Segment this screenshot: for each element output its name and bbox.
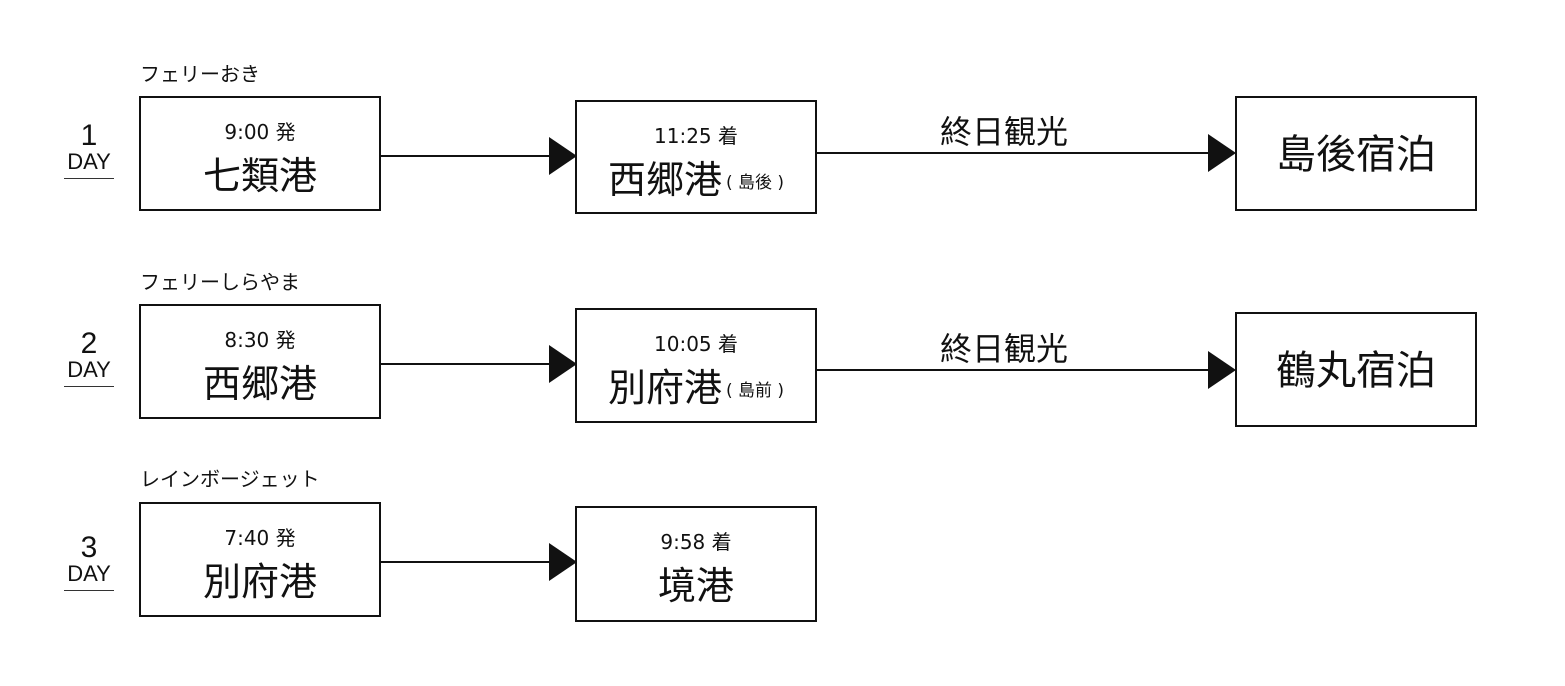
day-marker: 3 DAY — [62, 531, 116, 591]
day-underline — [64, 178, 114, 179]
day-row-2: フェリーしらやま 2 DAY 8:30 発 西郷港 10:05 着 別府港( 島… — [0, 0, 1565, 427]
day-row-3: レインボージェット 3 DAY 7:40 発 別府港 9:58 着 境港 — [0, 0, 1565, 622]
stay-label: 鶴丸宿泊 — [1276, 348, 1436, 394]
sightseeing-arrow-line — [817, 152, 1210, 154]
stay-box: 鶴丸宿泊 — [1235, 312, 1477, 427]
arrival-box: 11:25 着 西郷港( 島後 ) — [575, 100, 817, 214]
day-number: 3 — [80, 531, 98, 564]
arrival-time: 9:58 着 — [660, 530, 732, 554]
day-marker: 2 DAY — [62, 327, 116, 387]
departure-time: 9:00 発 — [224, 120, 296, 144]
route-arrow-line — [381, 561, 551, 563]
stay-label: 島後宿泊 — [1276, 132, 1436, 178]
route-arrow-head — [549, 543, 577, 581]
ferry-name: フェリーおき — [140, 62, 260, 86]
departure-port: 別府港 — [202, 560, 317, 604]
sightseeing-label: 終日観光 — [940, 330, 1069, 368]
day-marker: 1 DAY — [62, 119, 116, 179]
sightseeing-arrow-head — [1208, 351, 1236, 389]
departure-port: 西郷港 — [202, 362, 317, 406]
arrival-port: 別府港( 島前 ) — [577, 366, 815, 413]
arrival-box: 9:58 着 境港 — [575, 506, 817, 622]
arrival-port-name: 別府港 — [607, 366, 722, 410]
sightseeing-label: 終日観光 — [940, 113, 1069, 151]
day-underline — [64, 386, 114, 387]
sightseeing-arrow-line — [817, 369, 1210, 371]
departure-box: 7:40 発 別府港 — [139, 502, 381, 617]
ferry-name: フェリーしらやま — [140, 270, 300, 294]
arrival-port-area: ( 島前 ) — [725, 380, 785, 401]
departure-box: 9:00 発 七類港 — [139, 96, 381, 211]
departure-box: 8:30 発 西郷港 — [139, 304, 381, 419]
day-label: DAY — [67, 561, 111, 586]
arrival-port: 西郷港( 島後 ) — [577, 158, 815, 205]
stay-box: 島後宿泊 — [1235, 96, 1477, 211]
route-arrow-head — [549, 345, 577, 383]
day-label: DAY — [67, 149, 111, 174]
arrival-box: 10:05 着 別府港( 島前 ) — [575, 308, 817, 423]
arrival-port-area: ( 島後 ) — [725, 172, 785, 193]
arrival-time: 10:05 着 — [654, 332, 738, 356]
arrival-time: 11:25 着 — [654, 124, 738, 148]
departure-time: 7:40 発 — [224, 526, 296, 550]
route-arrow-line — [381, 155, 551, 157]
sightseeing-arrow-head — [1208, 134, 1236, 172]
route-arrow-head — [549, 137, 577, 175]
day-row-1: フェリーおき 1 DAY 9:00 発 七類港 11:25 着 西郷港( 島後 … — [0, 0, 1565, 214]
day-label: DAY — [67, 357, 111, 382]
route-arrow-line — [381, 363, 551, 365]
day-underline — [64, 590, 114, 591]
ferry-name: レインボージェット — [140, 467, 320, 491]
arrival-port-name: 西郷港 — [607, 158, 722, 202]
departure-time: 8:30 発 — [224, 328, 296, 352]
arrival-port: 境港 — [657, 564, 734, 608]
departure-port: 七類港 — [202, 154, 317, 198]
day-number: 2 — [80, 327, 98, 360]
day-number: 1 — [80, 119, 98, 152]
